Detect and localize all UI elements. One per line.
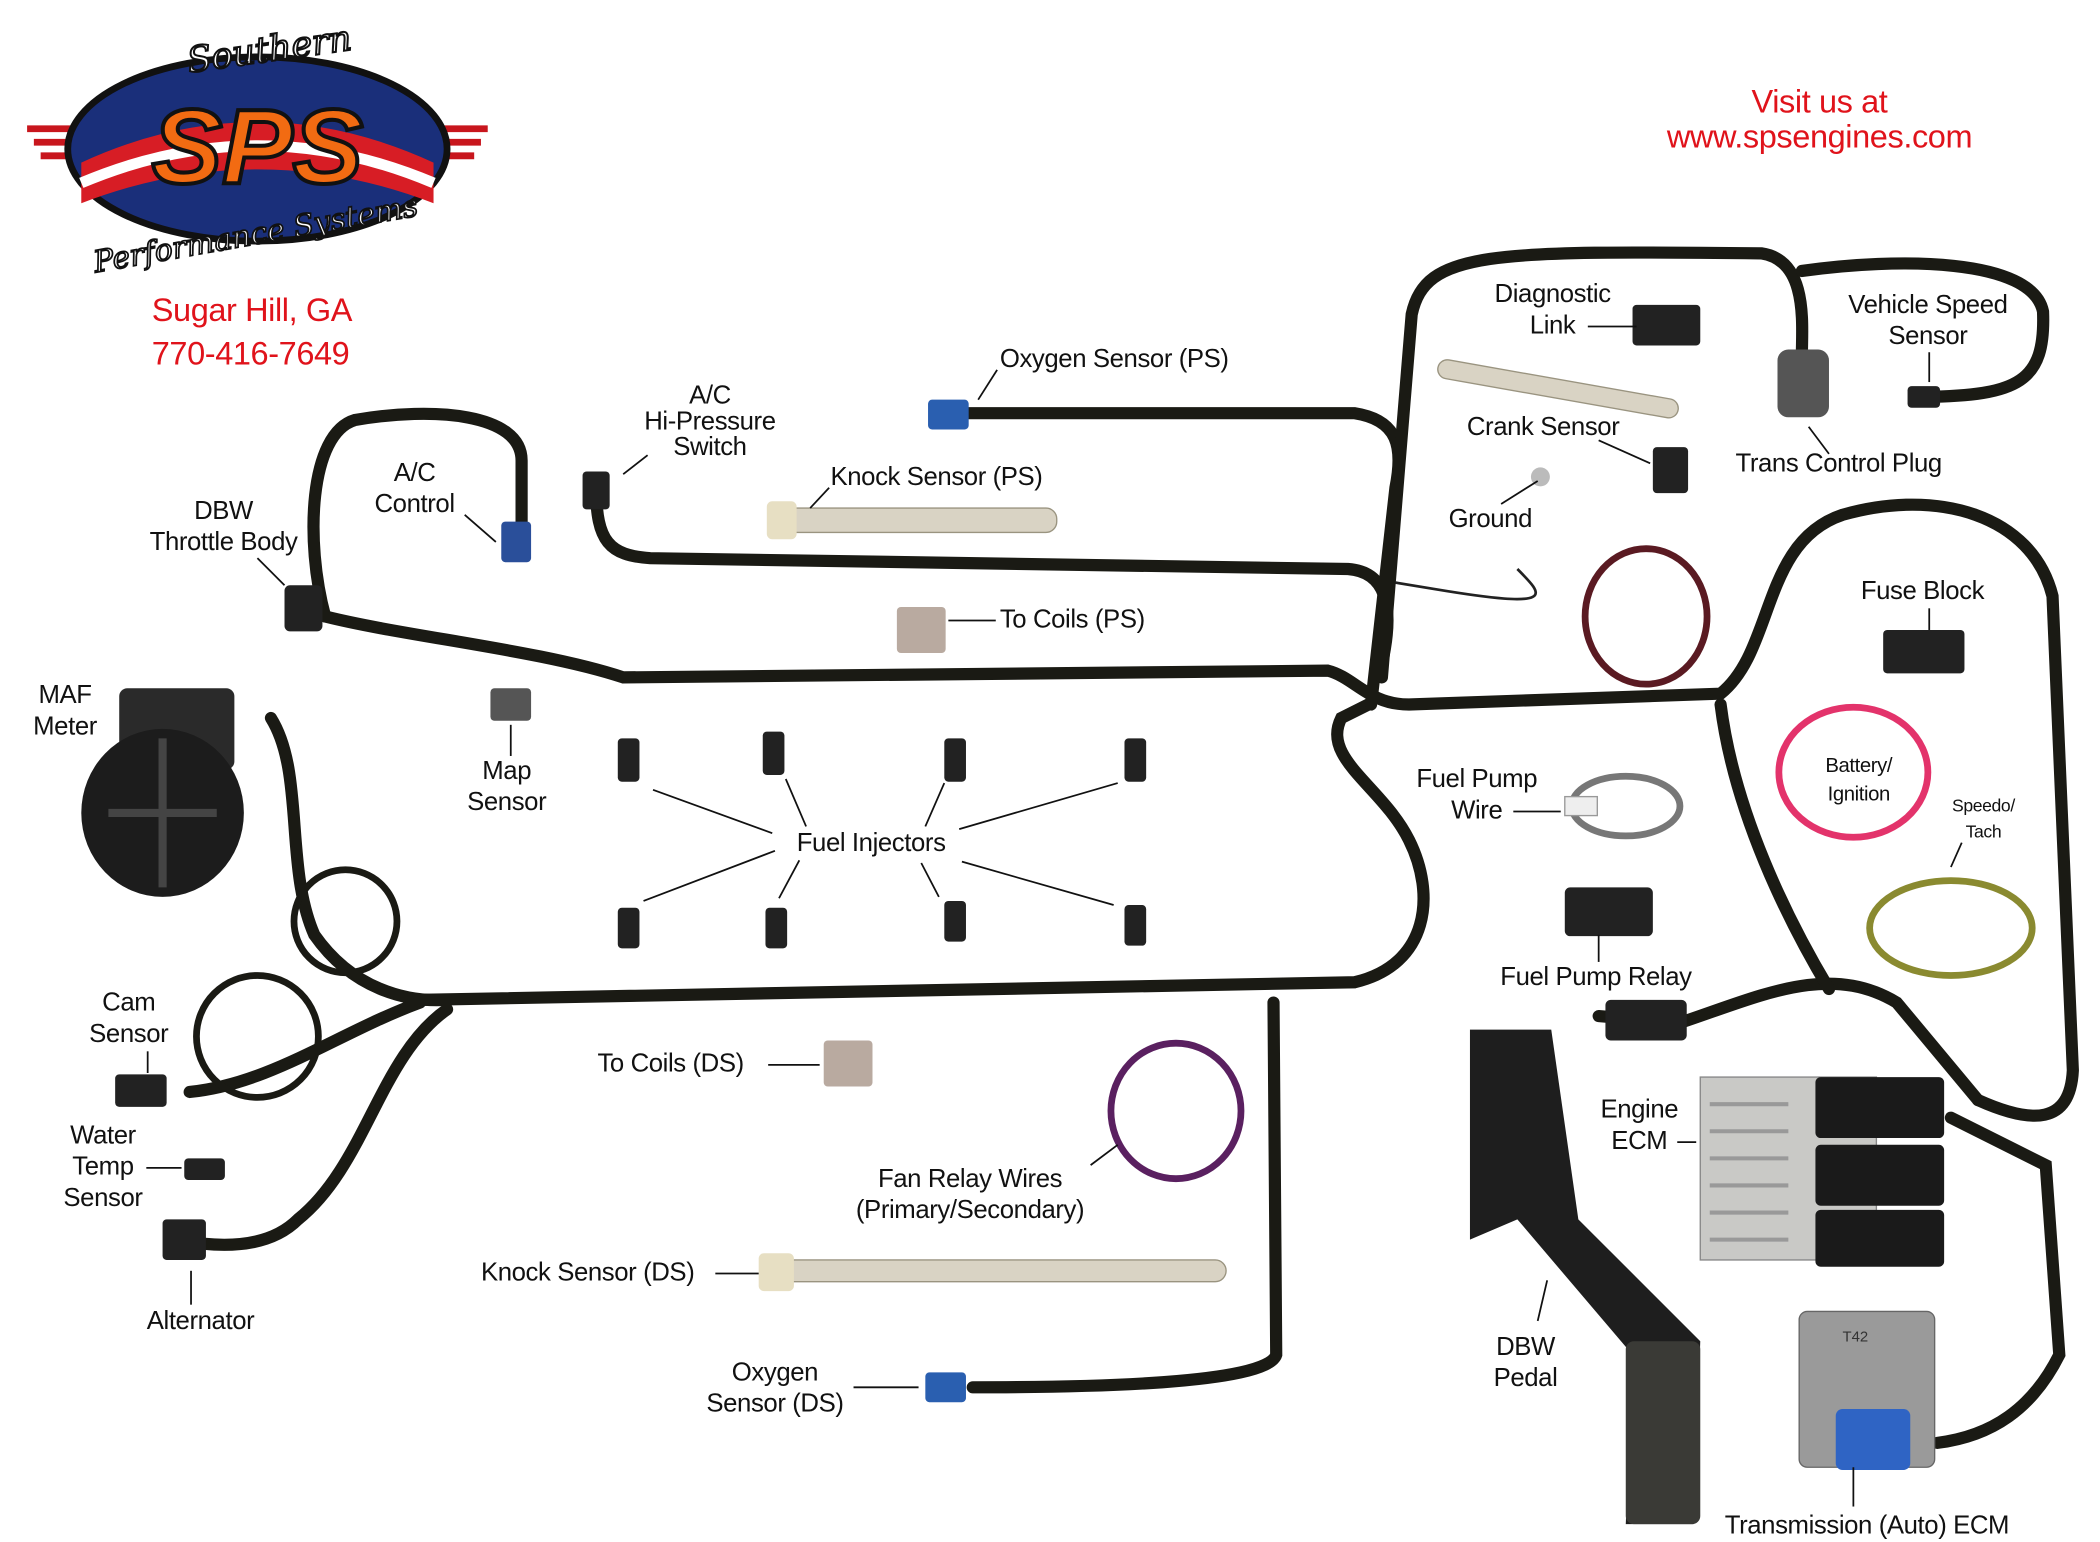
label-fuel-pump-relay: Fuel Pump Relay (1500, 963, 1692, 992)
engine-ecm-image (1699, 1076, 1945, 1267)
label-line: DBW (1496, 1333, 1555, 1362)
label-fuel-injectors: Fuel Injectors (796, 829, 946, 858)
tcm-marking: T42 (1843, 1329, 1869, 1345)
label-line: Meter (33, 712, 97, 742)
leader-lines (146, 325, 1963, 1507)
label-transmission-ecm: Transmission (Auto) ECM (1724, 1511, 2010, 1541)
label-line: Engine (1600, 1096, 1679, 1125)
dbw-pedal-image (1469, 1029, 1701, 1525)
label-line: Temp (72, 1152, 134, 1182)
knock-sensor-ps-sleeve (785, 507, 1058, 534)
knock-sensor-ds-sleeve (778, 1259, 1227, 1283)
label-line: Diagnostic (1494, 280, 1612, 309)
label-line: Switch (673, 433, 747, 462)
label-line: Tach (1965, 821, 2002, 842)
label-to-coils-ps: To Coils (PS) (999, 605, 1145, 635)
harness-trunks (183, 246, 2079, 1449)
visit-us-text: Visit us at (1751, 83, 1888, 121)
label-speedo-tach: Speedo/Tach (1952, 793, 2015, 844)
label-line: Sensor (467, 788, 547, 817)
label-line: Oxygen (731, 1358, 819, 1388)
label-line: Control (374, 490, 455, 519)
label-line: Fuel Pump (1416, 765, 1538, 794)
label-line: Cam (102, 989, 156, 1018)
label-line: Sensor (DS) (706, 1390, 844, 1419)
label-trans-control-plug: Trans Control Plug (1735, 449, 1942, 479)
label-alternator: Alternator (146, 1307, 255, 1336)
label-line: Sensor (1888, 322, 1968, 351)
label-ground: Ground (1448, 505, 1533, 534)
crank-sensor-sleeve (1437, 359, 1679, 419)
label-line: Speedo/ (1952, 795, 2015, 816)
label-line: MAF (38, 681, 92, 710)
website-callout: Visit us at www.spsengines.com (1666, 83, 1973, 156)
label-line: Pedal (1493, 1364, 1558, 1393)
label-line: Throttle Body (149, 528, 298, 557)
sps-logo: SPS Southern Performance Systems (27, 17, 488, 281)
label-line: Battery/ (1825, 754, 1893, 778)
label-battery-ignition: Battery/Ignition (1825, 752, 1892, 809)
label-line: Wire (1451, 796, 1503, 826)
logo-main-text: SPS (152, 88, 363, 206)
label-line: Hi-Pressure (644, 407, 776, 437)
label-line: Map (482, 757, 532, 786)
label-line: DBW (194, 497, 253, 526)
label-line: Water (70, 1121, 136, 1151)
label-line: Ignition (1827, 783, 1891, 807)
label-knock-sensor-ps: Knock Sensor (PS) (830, 463, 1043, 492)
label-fuse-block: Fuse Block (1860, 577, 1985, 606)
label-line: A/C (689, 382, 731, 411)
label-line: Link (1529, 311, 1576, 341)
label-line: Fan Relay Wires (877, 1165, 1063, 1194)
location-text: Sugar Hill, GA (151, 292, 353, 330)
phone-number: 770-416-7649 (151, 335, 350, 373)
connectors (115, 304, 1965, 1403)
label-fan-relay-wires: Fan Relay Wires(Primary/Secondary) (855, 1164, 1085, 1226)
label-to-coils-ds: To Coils (DS) (597, 1049, 744, 1079)
label-oxygen-sensor-ps: Oxygen Sensor (PS) (999, 345, 1229, 374)
label-crank-sensor: Crank Sensor (1466, 413, 1620, 442)
label-line: Sensor (89, 1020, 169, 1049)
website-link[interactable]: www.spsengines.com (1666, 119, 1973, 156)
maf-meter-image (81, 688, 244, 897)
label-line: (Primary/Secondary) (855, 1196, 1085, 1225)
transmission-ecm-image (1798, 1310, 1936, 1470)
label-line: ECM (1611, 1127, 1668, 1156)
label-knock-sensor-ds: Knock Sensor (DS) (480, 1258, 695, 1288)
label-line: A/C (393, 459, 436, 488)
label-line: Sensor (63, 1184, 143, 1213)
label-line: Vehicle Speed (1848, 291, 2008, 320)
